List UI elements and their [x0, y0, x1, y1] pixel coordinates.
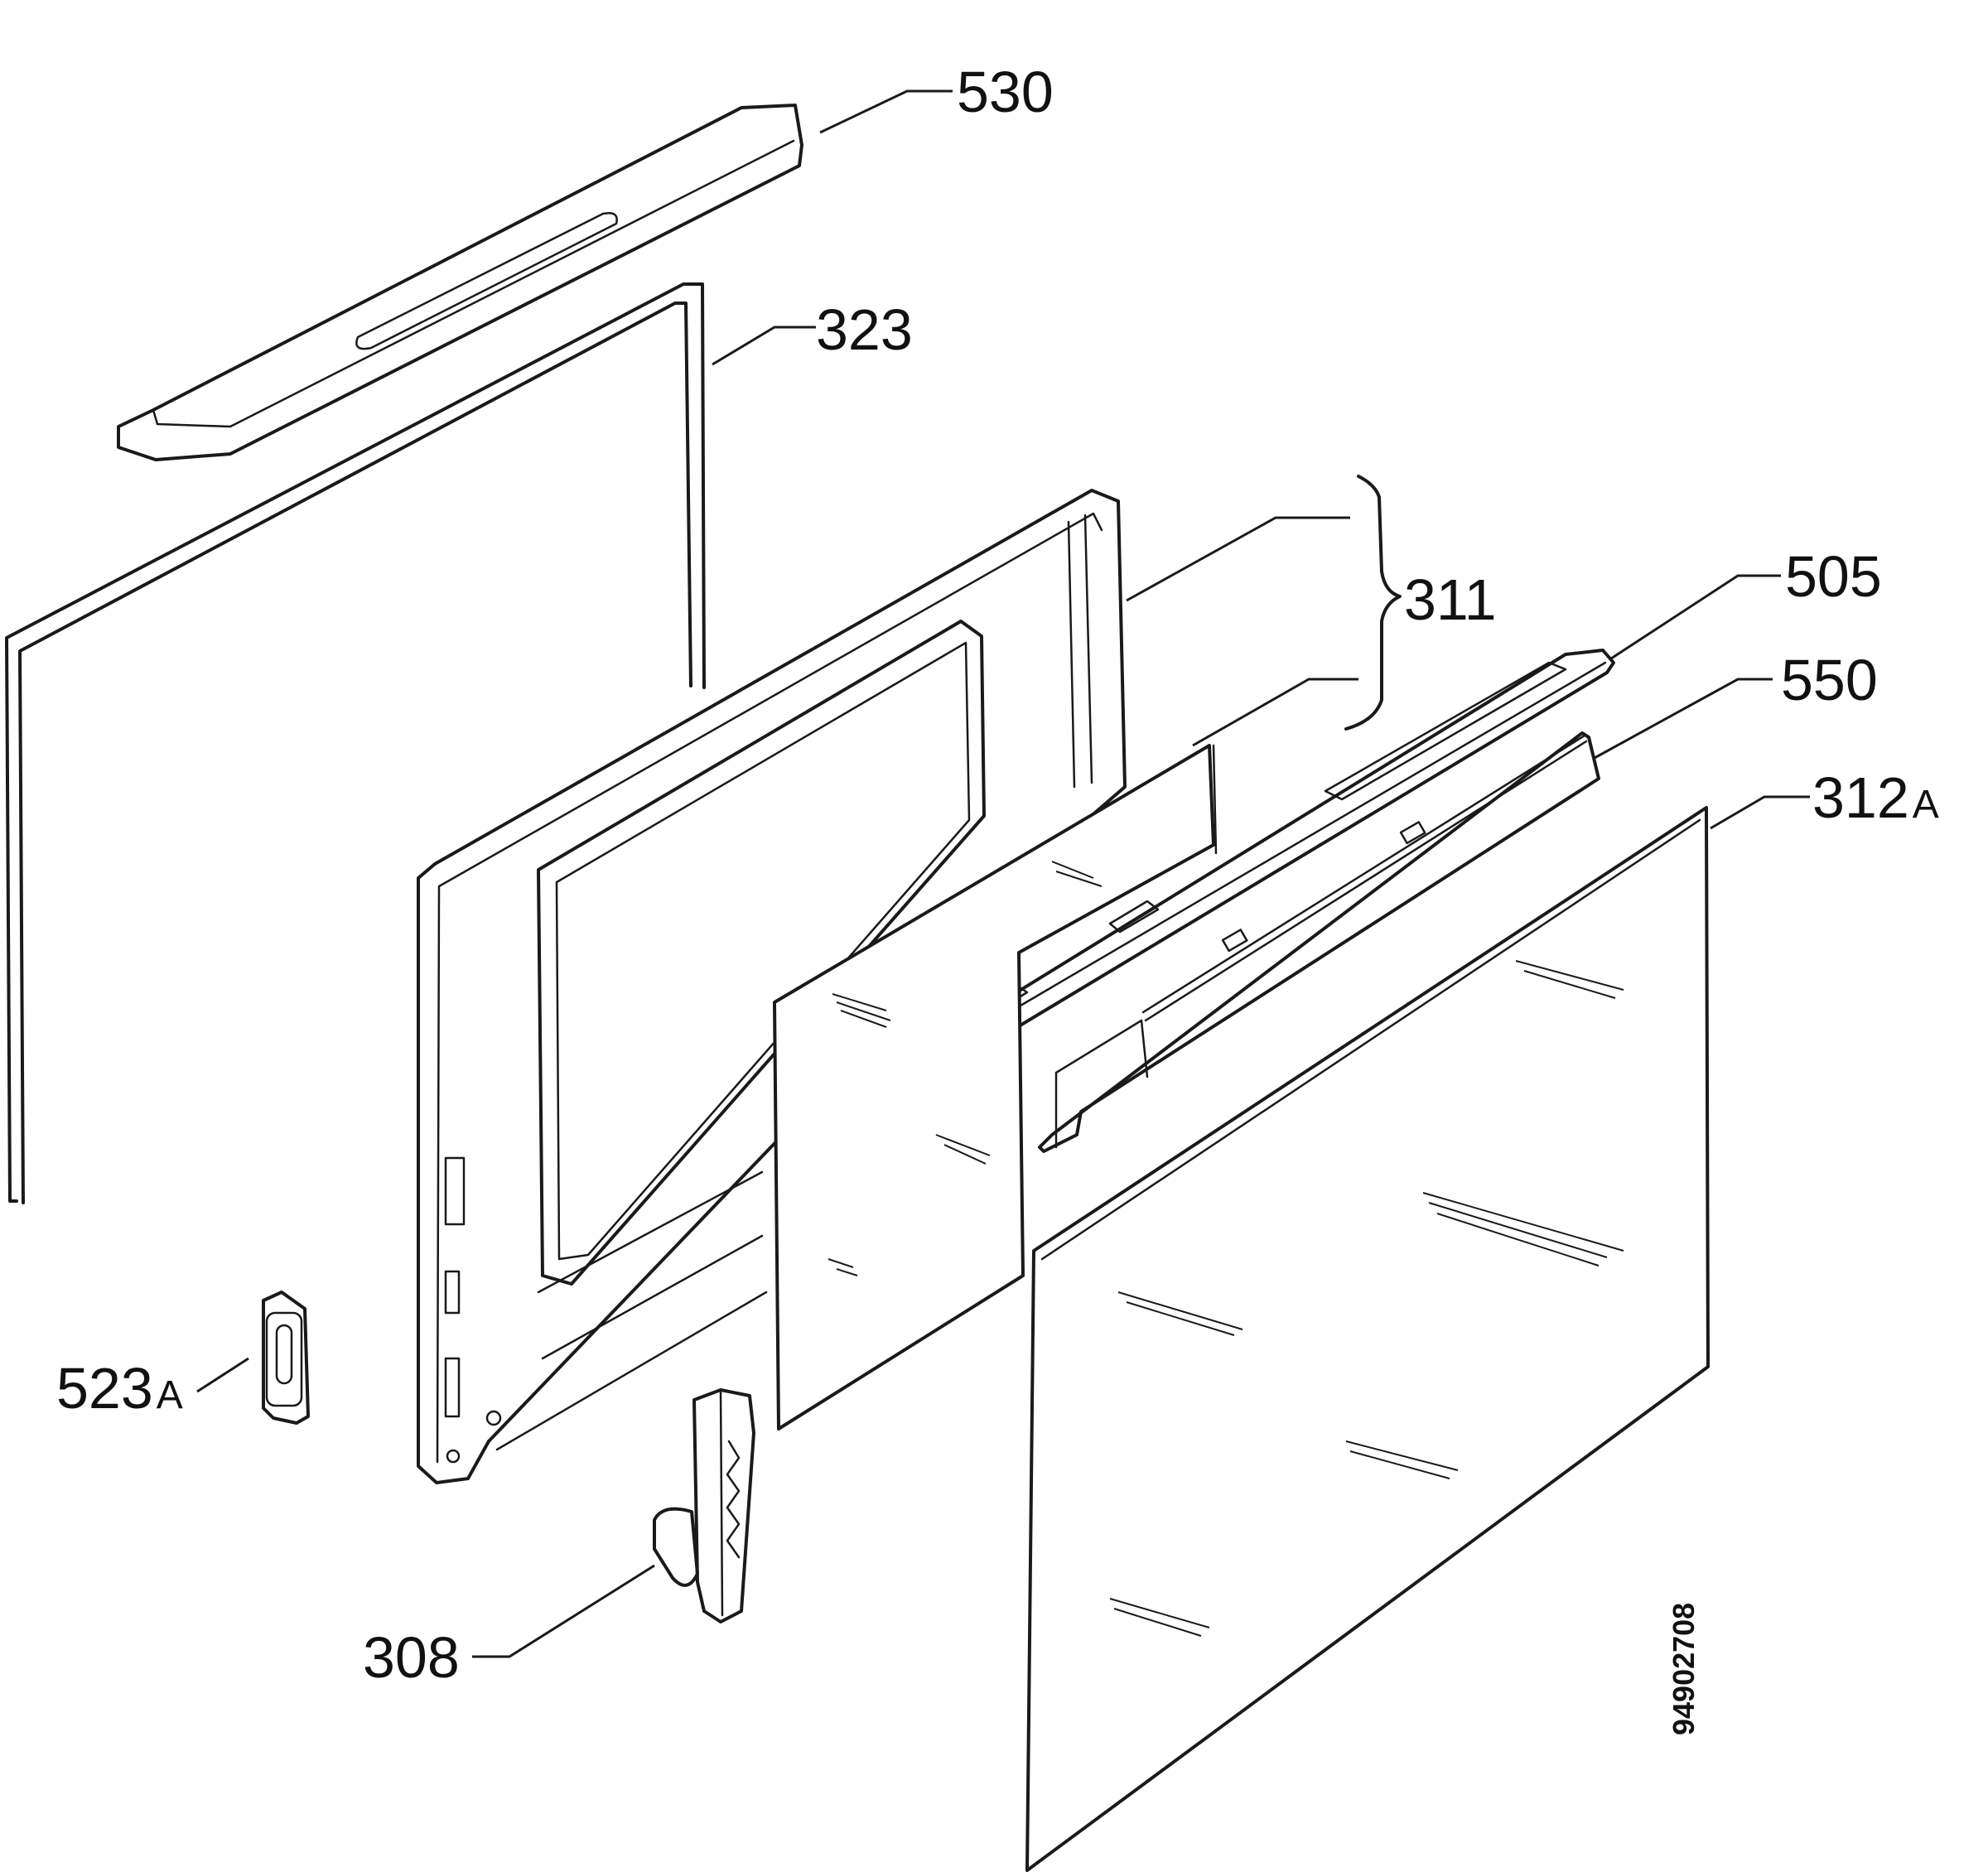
label-530: 530 — [957, 60, 1054, 124]
leader-311-upper — [1126, 516, 1350, 602]
leader-523a — [196, 1357, 249, 1393]
inner-glass-pane — [773, 744, 1218, 1431]
part-308-hinge — [653, 1388, 755, 1624]
leader-505 — [1610, 574, 1781, 660]
label-550: 550 — [1781, 648, 1878, 712]
part-550-handle — [1038, 731, 1600, 1153]
leader-308 — [472, 1564, 655, 1658]
label-523a: 523A — [56, 1356, 183, 1421]
part-311-inner-frame — [417, 489, 1127, 1484]
leader-550 — [1594, 678, 1773, 760]
part-523a-hinge-receiver — [262, 1291, 310, 1425]
label-523a-suffix: A — [157, 1373, 183, 1417]
label-312a: 312A — [1812, 765, 1939, 830]
label-505: 505 — [1785, 544, 1882, 609]
part-530-top-trim — [117, 104, 803, 461]
drawing-code: 94902708 — [1667, 1603, 1701, 1735]
label-311: 311 — [1404, 567, 1497, 632]
leader-323 — [712, 326, 816, 366]
part-312a-outer-glass — [1025, 806, 1710, 1872]
brace-311 — [1344, 475, 1402, 731]
part-323-door-seal — [5, 282, 706, 1204]
label-312a-number: 312 — [1812, 765, 1909, 830]
label-323: 323 — [816, 297, 913, 362]
leader-530 — [819, 89, 953, 134]
label-312a-suffix: A — [1913, 783, 1939, 827]
leader-lines — [196, 89, 1810, 1658]
label-523a-number: 523 — [56, 1356, 153, 1421]
leader-312a — [1710, 795, 1810, 830]
label-308: 308 — [363, 1625, 460, 1690]
leader-311-lower — [1192, 678, 1358, 747]
